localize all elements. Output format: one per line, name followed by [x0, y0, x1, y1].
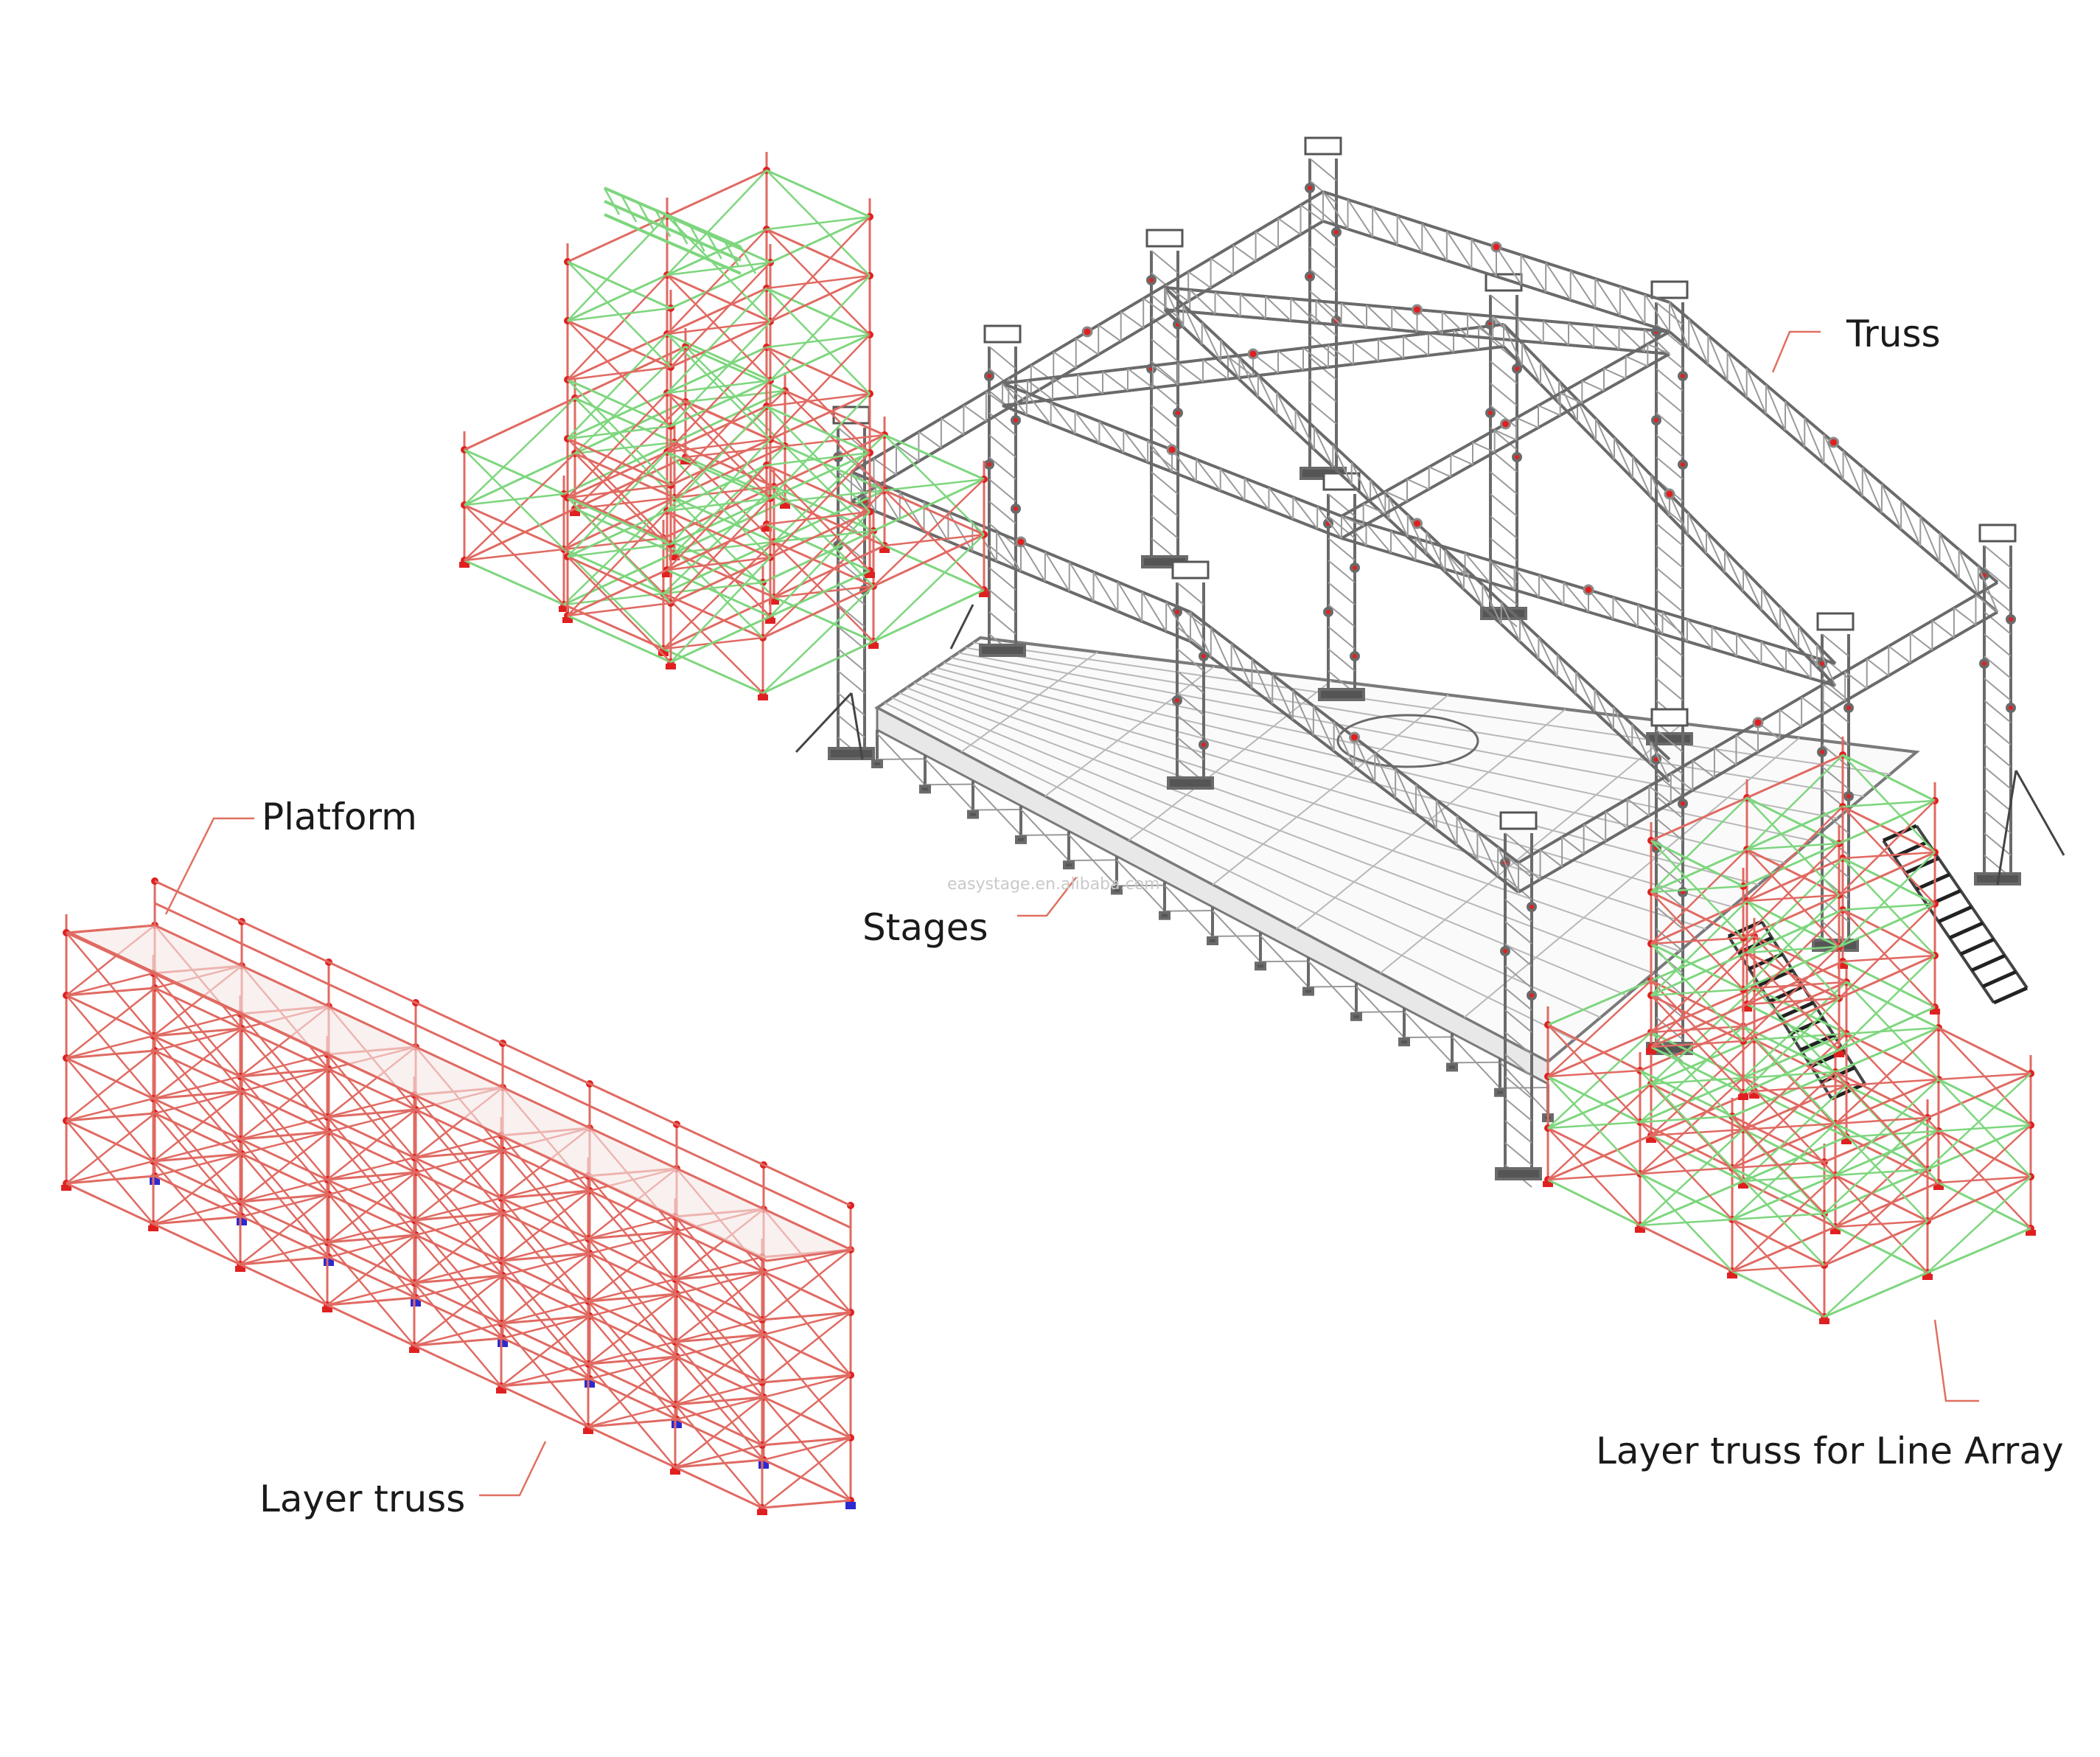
joint-icon [1843, 791, 1854, 801]
joint-icon [1583, 584, 1594, 596]
joint-icon [1350, 651, 1360, 661]
foot-icon [671, 1421, 682, 1428]
platform-deck [66, 924, 856, 1262]
joint-icon [1015, 536, 1027, 548]
joint-icon [1512, 452, 1522, 462]
joint-icon [1527, 990, 1537, 1001]
foot-icon [150, 1177, 160, 1185]
layer-truss-structure [61, 877, 856, 1515]
joint-icon [1349, 731, 1360, 743]
label-stages: Stages [862, 906, 988, 949]
joint-icon [1173, 408, 1183, 418]
joint-icon [1199, 740, 1209, 750]
joint-icon [1664, 488, 1675, 500]
joint-icon [1678, 799, 1688, 809]
watermark: easystage.en.alibaba.com [947, 875, 1160, 894]
joint-icon [1979, 658, 1989, 669]
joint-icon [1512, 363, 1522, 374]
foot-icon [411, 1299, 421, 1307]
joint-icon [1305, 183, 1315, 193]
label-truss: Truss [1846, 313, 1941, 355]
joint-icon [2006, 703, 2016, 713]
joint-icon [1490, 241, 1502, 253]
main-truss-structure [795, 136, 2065, 1188]
joint-icon [1331, 227, 1342, 237]
callout-layer-truss-line-array: Layer truss for Line Array [1596, 1319, 2064, 1472]
callout-platform: Platform [164, 796, 417, 915]
joint-icon [1412, 518, 1423, 529]
label-layer-truss: Layer truss [259, 1478, 465, 1520]
foot-icon [845, 1502, 856, 1509]
joint-icon [1081, 326, 1093, 338]
joint-icon [1146, 275, 1157, 285]
left-scaffold-tower [459, 152, 989, 700]
label-platform: Platform [262, 796, 417, 838]
joint-icon [2006, 614, 2016, 624]
joint-icon [1166, 444, 1178, 456]
foot-icon [237, 1218, 247, 1225]
callout-layer-truss: Layer truss [259, 1441, 547, 1520]
joint-icon [1843, 703, 1854, 713]
joint-icon [1678, 459, 1688, 470]
foot-icon [758, 1461, 769, 1469]
joint-icon [1172, 607, 1182, 617]
joint-icon [1323, 607, 1333, 617]
joint-icon [1011, 504, 1021, 514]
joint-icon [1651, 415, 1661, 425]
joint-icon [1828, 436, 1839, 448]
foot-icon [498, 1340, 508, 1347]
joint-icon [1011, 415, 1021, 425]
joint-icon [1305, 271, 1315, 282]
joint-icon [984, 371, 994, 381]
joint-icon [1527, 902, 1537, 912]
tower-top-truss [603, 187, 757, 275]
callout-truss: Truss [1771, 313, 1941, 373]
tower-outriggers [795, 604, 2065, 886]
joint-icon [1172, 695, 1182, 706]
label-layer-truss-line-array: Layer truss for Line Array [1596, 1430, 2064, 1472]
joint-icon [1817, 747, 1827, 757]
joint-icon [1500, 946, 1510, 956]
joint-icon [1412, 304, 1423, 316]
joint-icon [1752, 717, 1764, 728]
callout-stages: Stages [862, 877, 1077, 949]
joint-icon [1485, 408, 1496, 418]
foot-icon [324, 1259, 334, 1266]
line-array-scaffold-tower [1543, 737, 2036, 1324]
joint-icon [1678, 371, 1688, 381]
joint-icon [1350, 563, 1360, 573]
joint-icon [1247, 348, 1259, 360]
joint-icon [1500, 418, 1511, 430]
joint-icon [984, 459, 994, 470]
foot-icon [585, 1380, 595, 1388]
